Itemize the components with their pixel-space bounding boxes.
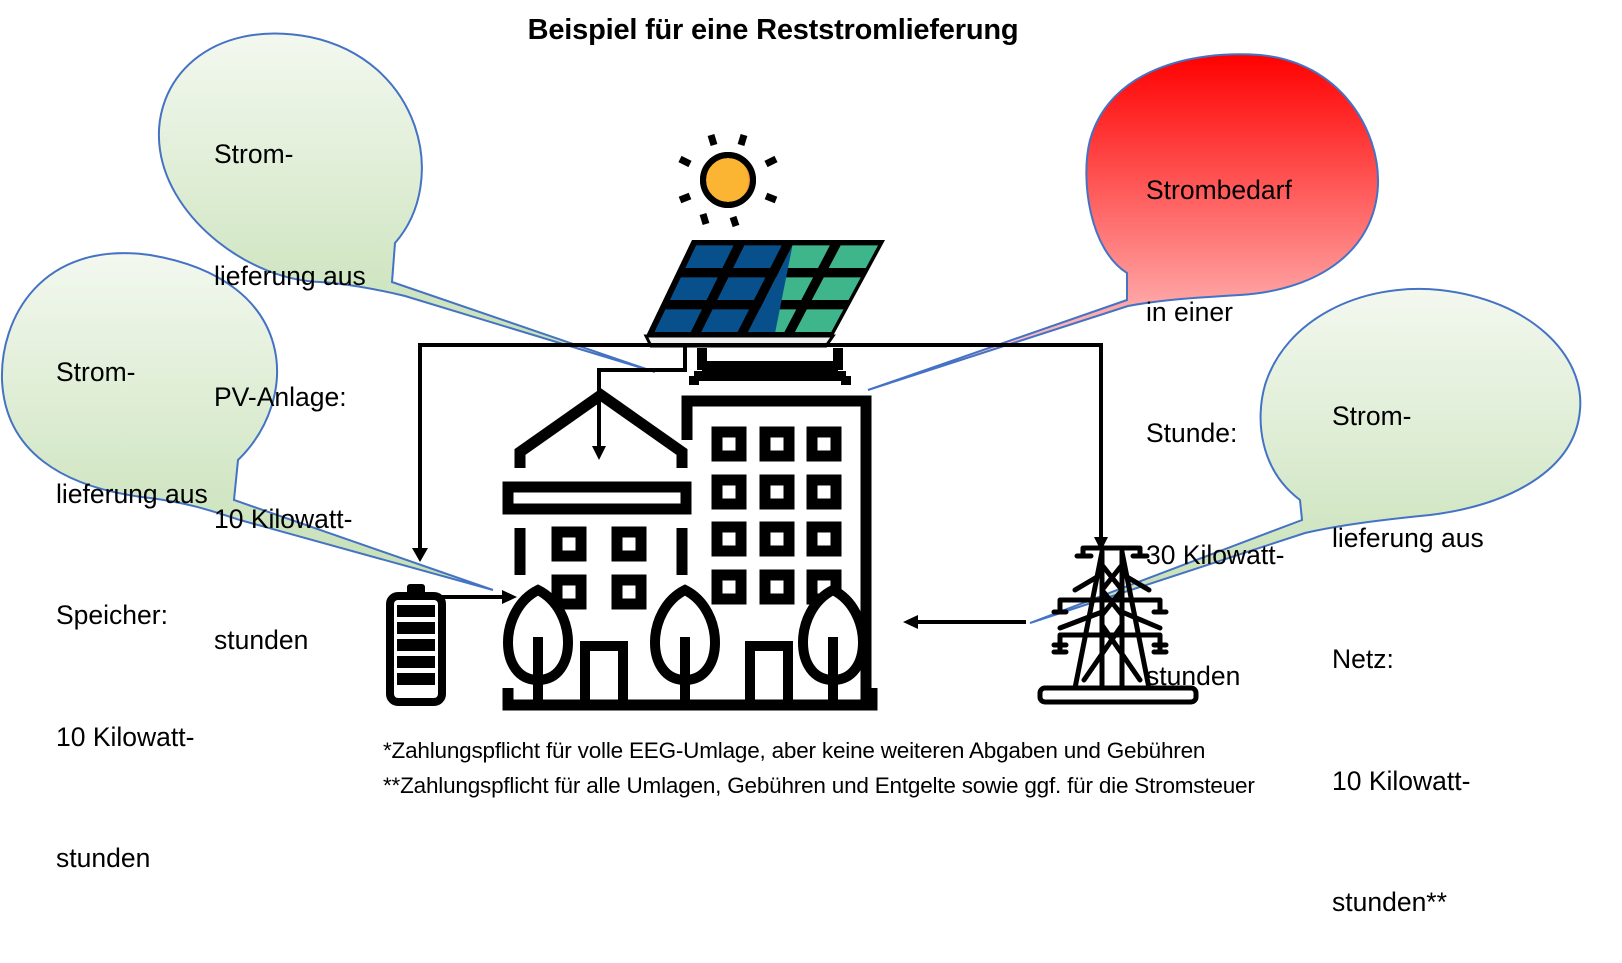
solar-cell: [828, 245, 879, 268]
storage-bubble-text: Strom- lieferung aus Speicher: 10 Kilowa…: [56, 271, 208, 919]
building-window: [806, 521, 842, 557]
building-window: [759, 569, 795, 605]
grid-bubble-line: 10 Kilowatt-: [1332, 765, 1471, 796]
building-door: [580, 641, 628, 705]
solar-panel-icon: [643, 240, 885, 348]
building-window: [551, 526, 587, 562]
building-window: [806, 426, 842, 462]
diagram-canvas: [0, 32, 1582, 711]
pv-bubble-line: stunden: [214, 625, 309, 655]
solar-cell: [811, 277, 861, 300]
building-window: [711, 569, 747, 605]
building-window: [806, 474, 842, 510]
pv-bubble-line: lieferung aus: [214, 260, 366, 291]
pv-bubble-text: Strom- lieferung aus PV-Anlage: 10 Kilow…: [214, 53, 366, 701]
building-window: [759, 474, 795, 510]
pv-bubble-line: PV-Anlage:: [214, 382, 347, 412]
diagram-title-text: Beispiel für eine Reststromlieferung: [527, 14, 1019, 46]
grid-bubble: [1029, 288, 1582, 624]
solar-cell: [794, 309, 844, 332]
solar-cell: [654, 309, 702, 332]
building-windows: [551, 426, 842, 610]
arrowhead-grid: [1094, 537, 1108, 551]
solar-cell: [717, 277, 766, 300]
building-window: [551, 574, 587, 610]
demand-bubble-line: 30 Kilowatt-: [1146, 539, 1285, 570]
sun-icon: [678, 133, 778, 228]
grid-bubble-line: stunden**: [1332, 887, 1447, 917]
solar-cell: [701, 309, 750, 332]
pv-bubble-line: Strom-: [214, 139, 294, 169]
building-window: [711, 474, 747, 510]
building-trees: [503, 584, 868, 705]
building-window: [759, 521, 795, 557]
diagram-title: Beispiel für eine Reststromlieferung: [0, 14, 1622, 47]
solar-cell: [685, 245, 734, 268]
solar-cell-shade: [748, 245, 793, 332]
arrow-pv-to-building: [597, 345, 687, 448]
demand-bubble-text: Strombedarf in einer Stunde: 30 Kilowatt…: [1146, 89, 1292, 737]
power-transmission-tower-icon: [1037, 545, 1199, 705]
storage-bubble-line: lieferung aus: [56, 478, 208, 509]
storage-bubble-line: stunden: [56, 843, 151, 873]
pv-bubble: [157, 32, 656, 373]
building-window: [759, 426, 795, 462]
battery-icon: [386, 584, 446, 706]
building-window: [711, 426, 747, 462]
demand-bubble-line: stunden: [1146, 661, 1241, 691]
footnote-1: *Zahlungspflicht für volle EEG-Umlage, a…: [383, 738, 1206, 763]
arrowhead-battery: [412, 548, 428, 562]
grid-bubble-line: Strom-: [1332, 401, 1412, 431]
demand-bubble-line: Strombedarf: [1146, 175, 1292, 205]
grid-bubble-line: Netz:: [1332, 644, 1394, 674]
demand-bubble-line: Stunde:: [1146, 418, 1238, 448]
demand-bubble-line: in einer: [1146, 296, 1233, 327]
storage-bubble-line: Speicher:: [56, 600, 168, 630]
pv-bubble-line: 10 Kilowatt-: [214, 503, 353, 534]
storage-bubble-line: Strom-: [56, 357, 136, 387]
storage-bubble-line: 10 Kilowatt-: [56, 721, 195, 752]
solar-cell: [780, 245, 830, 268]
demand-bubble: [867, 53, 1380, 391]
arrowhead-battery-to-building: [502, 590, 517, 604]
grid-bubble-text: Strom- lieferung aus Netz: 10 Kilowatt- …: [1332, 315, 1484, 963]
grid-bubble-line: lieferung aus: [1332, 522, 1484, 553]
building-door: [745, 641, 793, 705]
building-window: [711, 521, 747, 557]
arrowhead-building: [592, 446, 606, 460]
arrowhead-grid-to-building: [903, 615, 918, 629]
storage-bubble: [0, 252, 494, 591]
building-window: [611, 526, 647, 562]
building-window: [611, 574, 647, 610]
footnote-2: **Zahlungspflicht für alle Umlagen, Gebü…: [383, 773, 1255, 798]
flow-arrows: [418, 343, 1103, 624]
solar-cell: [733, 245, 782, 268]
solar-cell: [669, 277, 718, 300]
